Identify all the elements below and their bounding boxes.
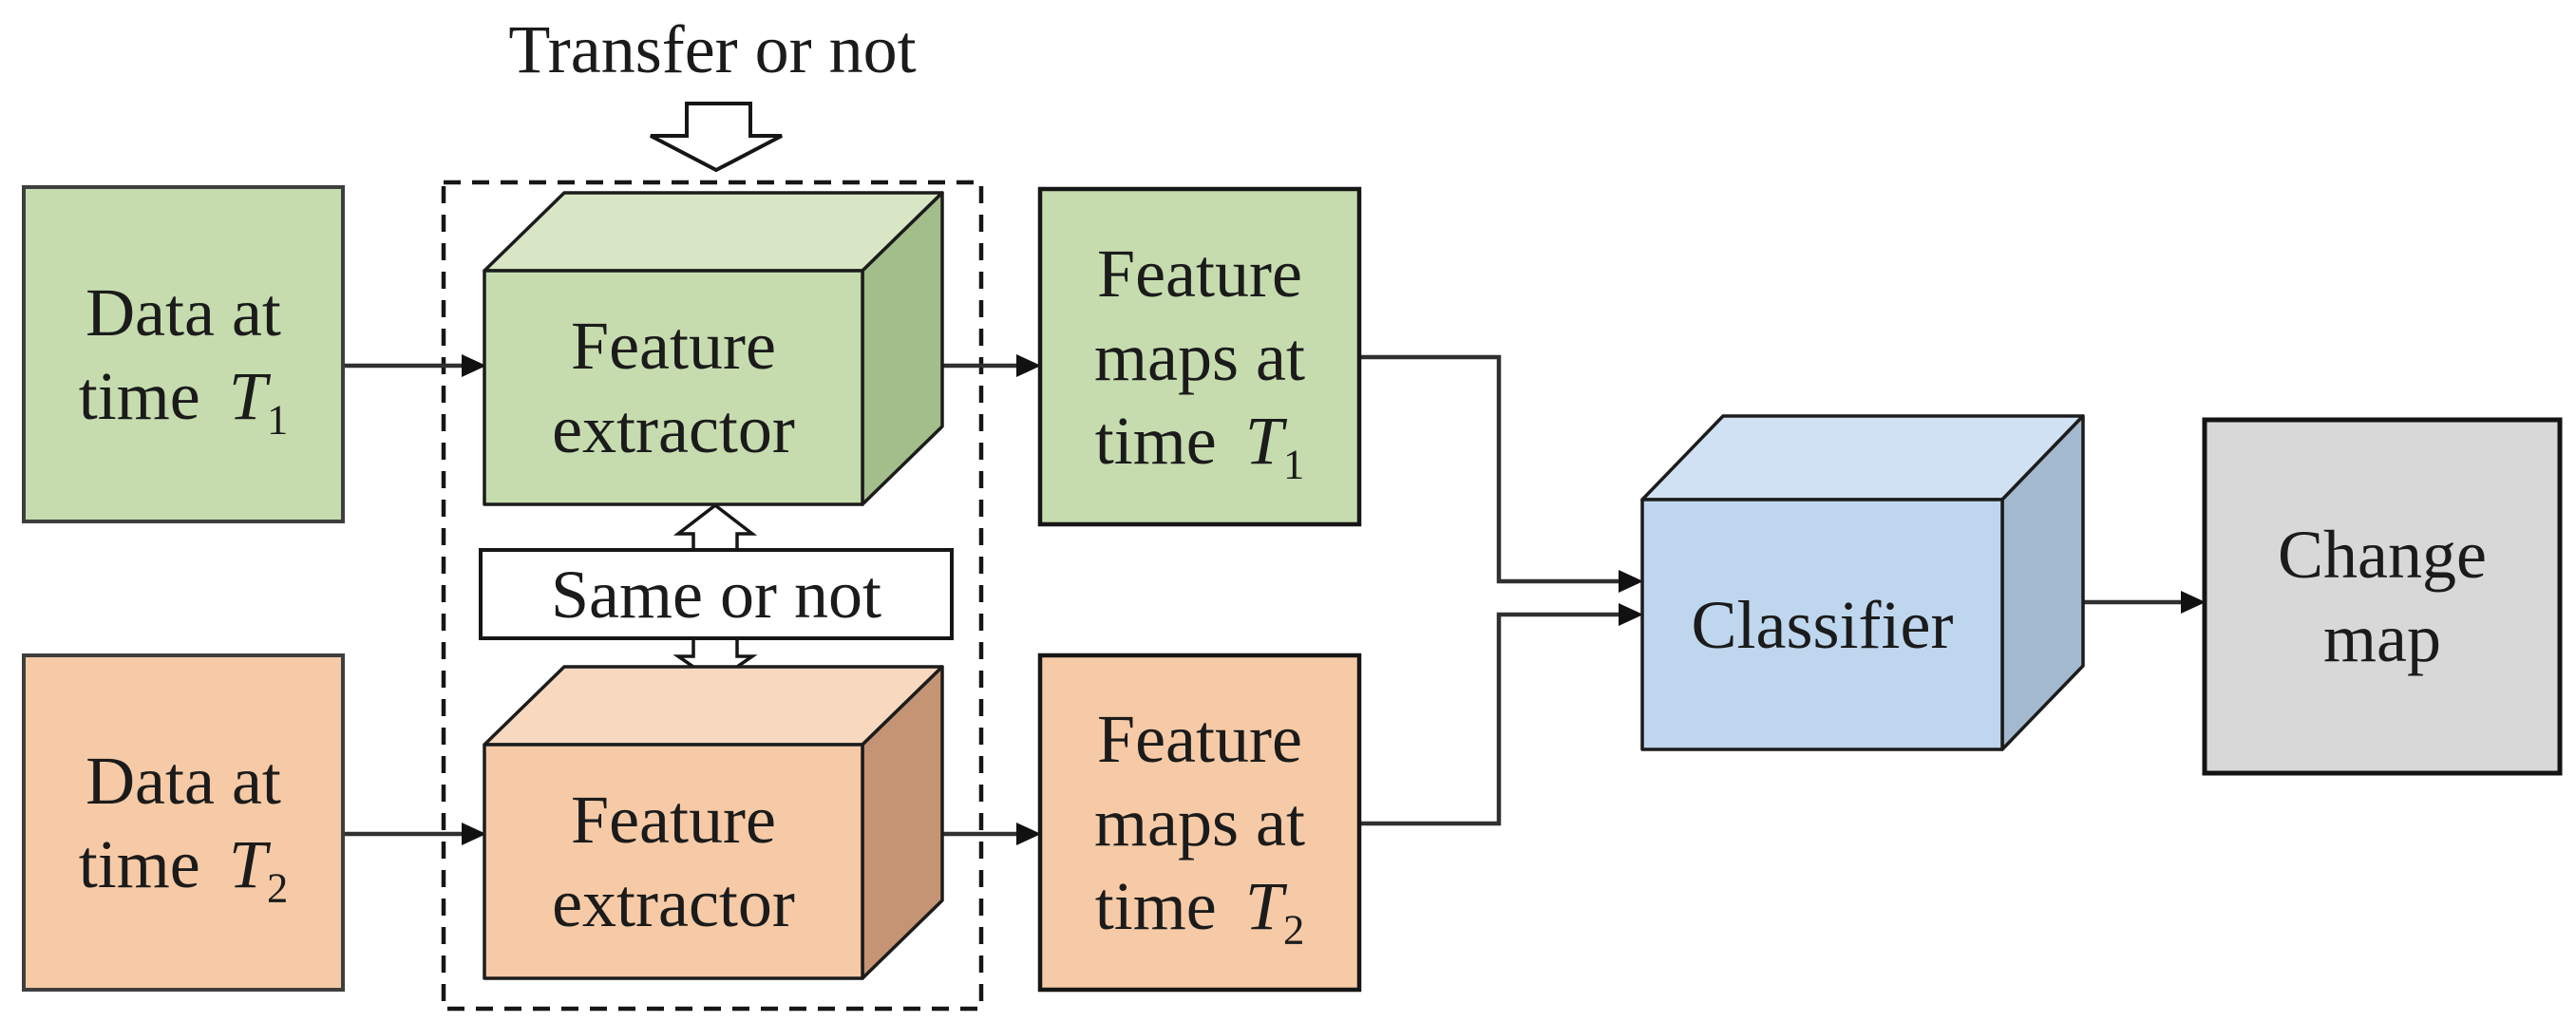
extractor1-front-face — [483, 269, 864, 506]
classifier-front-face — [1640, 498, 2004, 751]
extractor2-3d-box — [483, 665, 944, 980]
arrowhead-into-maps1 — [1016, 354, 1041, 377]
feature-maps-t1-box — [1037, 186, 1362, 527]
same-or-not-box — [479, 548, 954, 640]
arrowheads — [462, 354, 2206, 845]
arrowhead-into-classifier-lower — [1619, 603, 1643, 626]
transfer-down-arrow-icon — [650, 102, 783, 173]
data-t1-box — [22, 185, 345, 523]
feature-maps-t2-box — [1037, 653, 1362, 993]
arrowhead-into-changemap — [2181, 591, 2206, 614]
connector-maps2-classifier — [1359, 612, 1620, 826]
connector-lines — [344, 354, 2183, 837]
arrowhead-into-maps2 — [1016, 823, 1041, 845]
change-map-box — [2202, 417, 2563, 776]
extractor1-3d-box — [483, 191, 944, 506]
data-t2-box — [22, 653, 345, 992]
arrowhead-into-classifier-upper — [1619, 570, 1643, 593]
connector-maps1-classifier — [1359, 354, 1620, 584]
arrowhead-into-extractor2 — [462, 823, 486, 845]
dashed-container-box — [441, 180, 984, 1012]
classifier-3d-box — [1640, 414, 2085, 751]
extractor2-front-face — [483, 743, 864, 980]
arrowhead-into-extractor1 — [462, 354, 486, 377]
